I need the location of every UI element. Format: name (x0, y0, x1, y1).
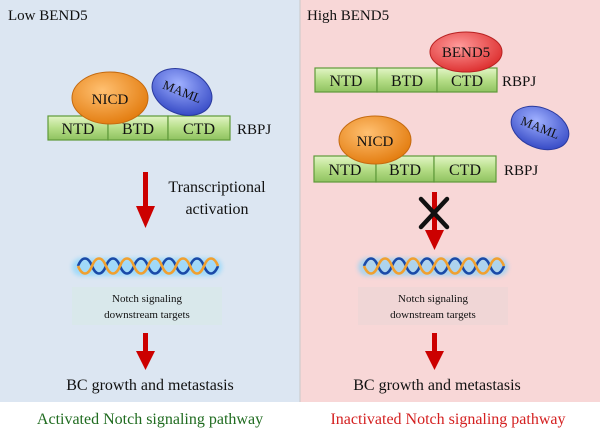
domain-ntd-label: NTD (330, 73, 363, 90)
left-rbpj-label: RBPJ (237, 122, 271, 138)
domain-ntd (314, 67, 378, 93)
transcription-label-line-2: activation (185, 201, 248, 218)
left-rbpj-complex: NTD BTD CTD RBPJ NICD MAML (47, 68, 271, 141)
left-dna-helix (72, 257, 222, 276)
bend5-protein (429, 31, 503, 73)
right-rbpj-label-top: RBPJ (502, 74, 536, 90)
transcription-label-line-1: Transcriptional (168, 179, 266, 196)
domain-btd-label: BTD (389, 162, 421, 179)
right-rbpj-bend5-complex: NTD BTD CTD RBPJ BEND5 (314, 31, 536, 93)
left-caption: Activated Notch signaling pathway (37, 411, 263, 428)
right-rbpj-bar-top: NTD BTD CTD (314, 67, 498, 93)
right-arrow-outcome (425, 333, 444, 370)
right-maml-protein (510, 105, 570, 151)
right-rbpj-label-bottom: RBPJ (504, 163, 538, 179)
right-panel-title: High BEND5 (307, 8, 389, 24)
left-panel-title: Low BEND5 (8, 8, 88, 24)
right-nicd-protein (338, 115, 412, 165)
left-gene-label-box (72, 287, 222, 325)
domain-ctd (433, 155, 497, 183)
right-caption: Inactivated Notch signaling pathway (330, 411, 565, 428)
right-dna-helix (358, 257, 508, 276)
domain-ctd-label: CTD (451, 73, 483, 90)
domain-ntd-label: NTD (62, 121, 95, 138)
right-gene-label-line-1: Notch signaling (398, 293, 468, 305)
left-nicd-protein (71, 71, 149, 125)
left-maml-protein (151, 68, 213, 116)
left-arrow-outcome (136, 333, 155, 370)
right-rbpj-bar-bottom: NTD BTD CTD (313, 155, 497, 183)
domain-ctd-label: CTD (183, 121, 215, 138)
left-gene-label-line-1: Notch signaling (112, 293, 182, 305)
block-x-mark-icon (418, 196, 450, 230)
domain-ctd (167, 115, 231, 141)
right-gene-label-line-2: downstream targets (390, 309, 476, 321)
domain-btd-label: BTD (122, 121, 154, 138)
left-outcome-label: BC growth and metastasis (66, 377, 234, 394)
right-rbpj-nicd-complex: NTD BTD CTD RBPJ NICD (313, 115, 538, 183)
left-nicd-label: NICD (92, 92, 129, 108)
domain-ntd-label: NTD (329, 162, 362, 179)
right-gene-label-box (358, 287, 508, 325)
left-rbpj-bar: NTD BTD CTD (47, 115, 231, 141)
right-outcome-label: BC growth and metastasis (353, 377, 521, 394)
left-gene-label-line-2: downstream targets (104, 309, 190, 321)
left-arrow-activation (136, 172, 155, 228)
bend5-label: BEND5 (442, 45, 490, 61)
domain-btd-label: BTD (391, 73, 423, 90)
right-nicd-label: NICD (357, 134, 394, 150)
left-panel-background (0, 0, 300, 402)
domain-ctd-label: CTD (449, 162, 481, 179)
